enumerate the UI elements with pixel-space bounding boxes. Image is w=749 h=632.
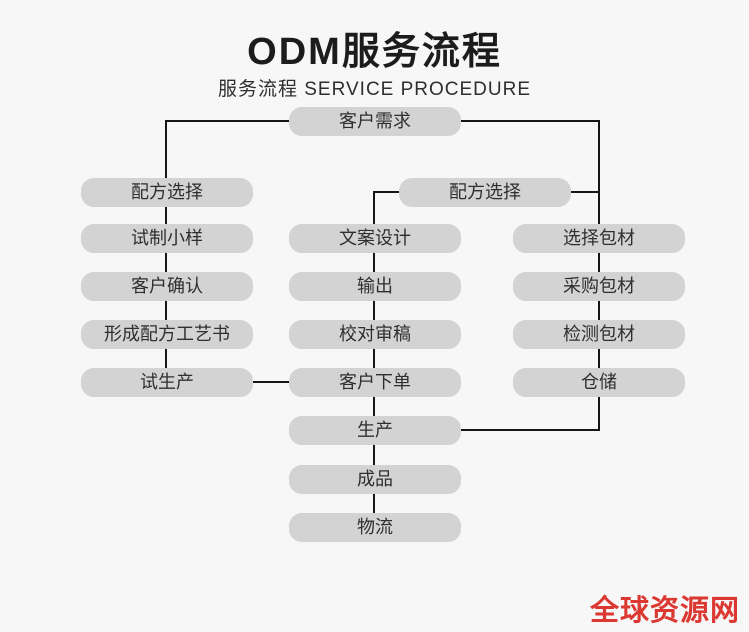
flow-node-proofread-review: 校对审稿: [289, 320, 461, 349]
connector-line-vertical-middle: [373, 191, 375, 514]
connector-line-top-left: [165, 120, 289, 122]
flow-node-copy-design: 文案设计: [289, 224, 461, 253]
connector-line-top-right: [459, 120, 600, 122]
connector-line-formula-right: [570, 191, 600, 193]
flow-node-customer-order: 客户下单: [289, 368, 461, 397]
page-title: ODM服务流程: [247, 31, 502, 73]
flow-node-formula-selection-right: 配方选择: [399, 178, 571, 207]
connector-line-trial-to-order: [252, 381, 290, 383]
flow-node-purchase-packaging: 采购包材: [513, 272, 685, 301]
flow-node-select-packaging: 选择包材: [513, 224, 685, 253]
flow-node-trial-production: 试生产: [81, 368, 253, 397]
flow-node-output: 输出: [289, 272, 461, 301]
flow-node-logistics: 物流: [289, 513, 461, 542]
flow-node-formula-process-book: 形成配方工艺书: [81, 320, 253, 349]
connector-line-formula-left: [373, 191, 401, 193]
connector-line-warehouse-to-production: [461, 429, 600, 431]
flow-node-warehousing: 仓储: [513, 368, 685, 397]
flow-node-formula-selection-left: 配方选择: [81, 178, 253, 207]
flow-node-customer-confirmation: 客户确认: [81, 272, 253, 301]
watermark-site-logo: 全球资源网: [589, 595, 740, 627]
flow-node-trial-sample: 试制小样: [81, 224, 253, 253]
flow-node-customer-demand: 客户需求: [289, 107, 461, 136]
page-subtitle: 服务流程 SERVICE PROCEDURE: [217, 79, 532, 100]
flow-node-finished-product: 成品: [289, 465, 461, 494]
flow-node-inspect-packaging: 检测包材: [513, 320, 685, 349]
flow-node-production: 生产: [289, 416, 461, 445]
